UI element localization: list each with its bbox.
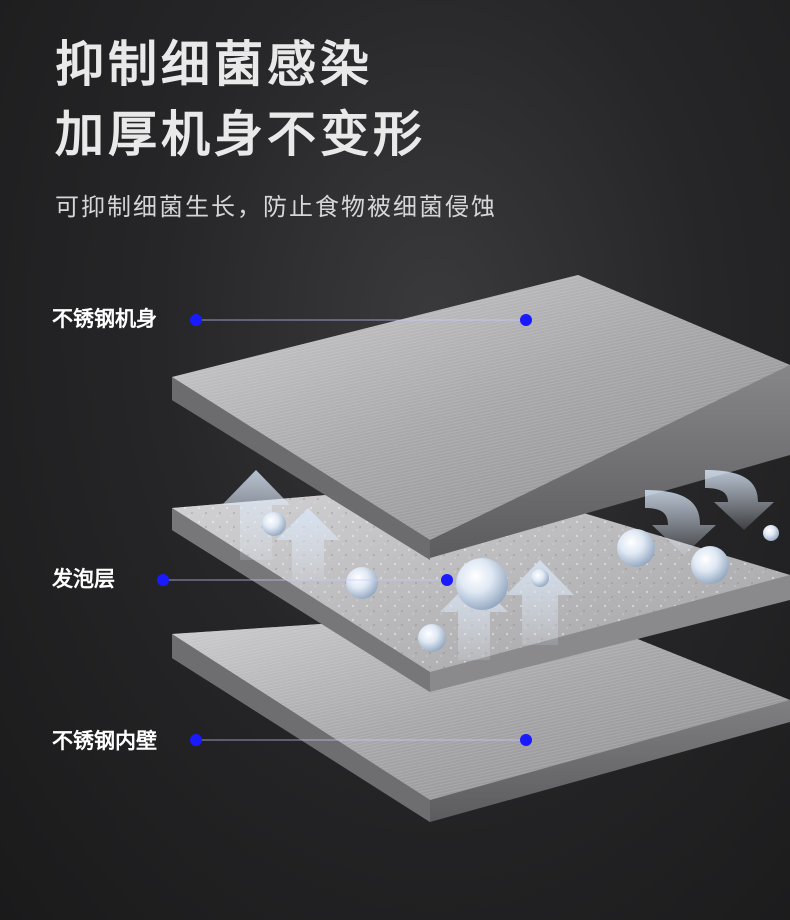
up-arrow-icon [276,508,340,580]
up-arrow-icon [506,560,574,645]
bubble [418,624,446,652]
callout-bottom [190,734,532,746]
airflow-arrows [222,470,774,660]
up-arrow-icon [222,470,290,560]
label-foam-layer: 发泡层 [52,567,115,591]
top-steel-plate [172,275,790,560]
bubble [262,512,286,536]
bottom-steel-plate [172,608,790,822]
down-arrow-icon [705,470,774,530]
callout-middle [157,574,453,586]
callout-top [190,314,532,326]
bubble [617,529,655,567]
bubble [456,558,508,610]
headline-line-2: 加厚机身不变形 [55,106,427,163]
headline-line-1: 抑制细菌感染 [55,36,374,93]
label-steel-inner-wall: 不锈钢内壁 [52,729,157,753]
subtitle: 可抑制细菌生长，防止食物被细菌侵蚀 [55,193,497,221]
bubble [691,546,729,584]
bubble [531,569,549,587]
bubble [346,567,378,599]
bubble [763,525,779,541]
air-bubbles [262,512,779,652]
down-arrow-icon [645,490,716,555]
label-steel-body: 不锈钢机身 [52,307,157,331]
